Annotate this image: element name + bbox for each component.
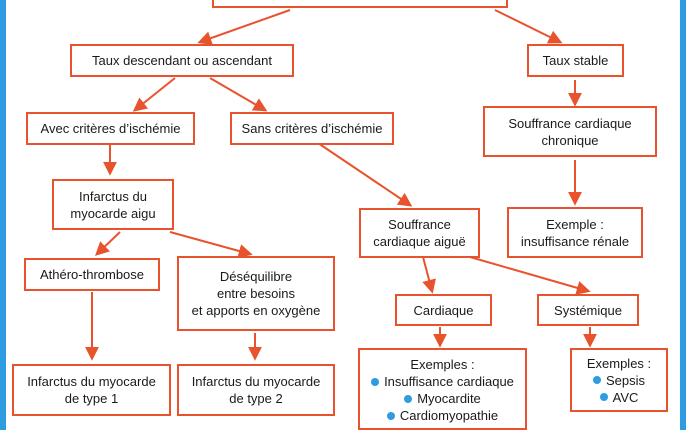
node-type1: Infarctus du myocarde de type 1 [12, 364, 171, 416]
exemples-cardiaque-item-2: Myocardite [404, 390, 481, 407]
node-type2: Infarctus du myocarde de type 2 [177, 364, 335, 416]
node-taux-stable-text: Taux stable [542, 53, 609, 68]
exemples-cardiaque-heading: Exemples : [410, 357, 475, 372]
bullet-icon [386, 411, 395, 420]
node-infarctus-aigu: Infarctus du myocarde aigu [52, 179, 174, 230]
node-athero: Athéro-thrombose [24, 258, 160, 291]
bullet-icon [599, 393, 608, 401]
arrow-variable-to-sans [209, 77, 268, 112]
exemples-cardiaque-item-1-text: Insuffisance cardiaque [384, 374, 514, 389]
node-taux-stable: Taux stable [527, 44, 624, 77]
arrow-infarctus-to-desequilibre [169, 231, 253, 258]
exemples-systemique-item-1-text: Sepsis [605, 372, 646, 388]
node-systemique-text: Systémique [554, 302, 622, 318]
arrow-root-to-stable [494, 9, 563, 44]
node-type1-line-1: Infarctus du myocarde [27, 374, 156, 389]
exemples-cardiaque-item-3: Cardiomyopathie [386, 407, 499, 424]
node-type1-line-2: de type 1 [64, 391, 119, 406]
node-souffrance-aigue-line-2: cardiaque aiguë [373, 234, 466, 249]
exemples-systemique-heading: Exemples : [586, 355, 652, 371]
exemples-systemique-item-1: Sepsis [592, 372, 646, 389]
node-exemple-ir: Exemple : insuffisance rénale [507, 207, 643, 258]
node-avec-ischemie: Avec critères d’ischémie [26, 112, 195, 145]
node-type2-line-2: de type 2 [229, 391, 283, 406]
bullet-icon [592, 376, 601, 384]
node-desequilibre-line-1: Déséquilibre [219, 269, 293, 284]
arrow-root-to-variable [197, 9, 291, 45]
node-taux-variable: Taux descendant ou ascendant [70, 44, 294, 77]
bullet-icon [404, 394, 413, 403]
node-athero-text: Athéro-thrombose [39, 267, 145, 282]
node-exemples-systemique: Exemples : Sepsis AVC [570, 348, 668, 412]
bullet-icon [371, 377, 380, 386]
node-cardiaque-text: Cardiaque [413, 302, 474, 318]
exemples-cardiaque-item-1: Insuffisance cardiaque [371, 373, 514, 390]
node-sans-ischemie: Sans critères d’ischémie [230, 112, 394, 145]
node-avec-ischemie-text: Avec critères d’ischémie [40, 121, 181, 136]
exemples-cardiaque-item-2-text: Myocardite [417, 391, 481, 406]
arrow-infarctus-to-athero [94, 231, 121, 256]
node-sans-ischemie-text: Sans critères d’ischémie [241, 121, 383, 136]
arrow-aigue-to-cardiaque [422, 256, 436, 294]
node-souffrance-aigue-line-1: Souffrance [388, 217, 451, 232]
arrow-variable-to-avec [132, 77, 176, 112]
node-exemple-ir-line-2: insuffisance rénale [520, 233, 630, 249]
arrow-aigue-to-systemique [469, 256, 591, 295]
node-type2-line-1: Infarctus du myocarde [191, 374, 321, 389]
node-infarctus-aigu-line-2: myocarde aigu [70, 205, 156, 221]
node-souffrance-chronique-line-1: Souffrance cardiaque [508, 115, 632, 131]
arrow-sans-to-aigue [317, 142, 413, 207]
exemples-systemique-item-2-text: AVC [612, 389, 639, 405]
node-exemples-cardiaque: Exemples : Insuffisance cardiaque Myocar… [358, 348, 527, 430]
node-desequilibre-line-2: entre besoins [216, 286, 296, 301]
node-souffrance-chronique: Souffrance cardiaque chronique [483, 106, 657, 157]
node-desequilibre: Déséquilibre entre besoins et apports en… [177, 256, 335, 331]
root-node [212, 0, 508, 8]
node-infarctus-aigu-line-1: Infarctus du [79, 188, 147, 204]
right-frame-border [680, 0, 686, 430]
left-frame-border [0, 0, 6, 430]
node-systemique: Systémique [537, 294, 639, 326]
node-souffrance-chronique-line-2: chronique [541, 132, 599, 148]
node-taux-variable-text: Taux descendant ou ascendant [92, 53, 272, 68]
exemples-cardiaque-item-3-text: Cardiomyopathie [399, 408, 499, 423]
node-desequilibre-line-3: et apports en oxygène [191, 303, 321, 318]
node-exemple-ir-line-1: Exemple : [546, 216, 604, 232]
node-souffrance-aigue: Souffrance cardiaque aiguë [359, 208, 480, 258]
node-cardiaque: Cardiaque [395, 294, 492, 326]
exemples-systemique-item-2: AVC [599, 389, 639, 406]
